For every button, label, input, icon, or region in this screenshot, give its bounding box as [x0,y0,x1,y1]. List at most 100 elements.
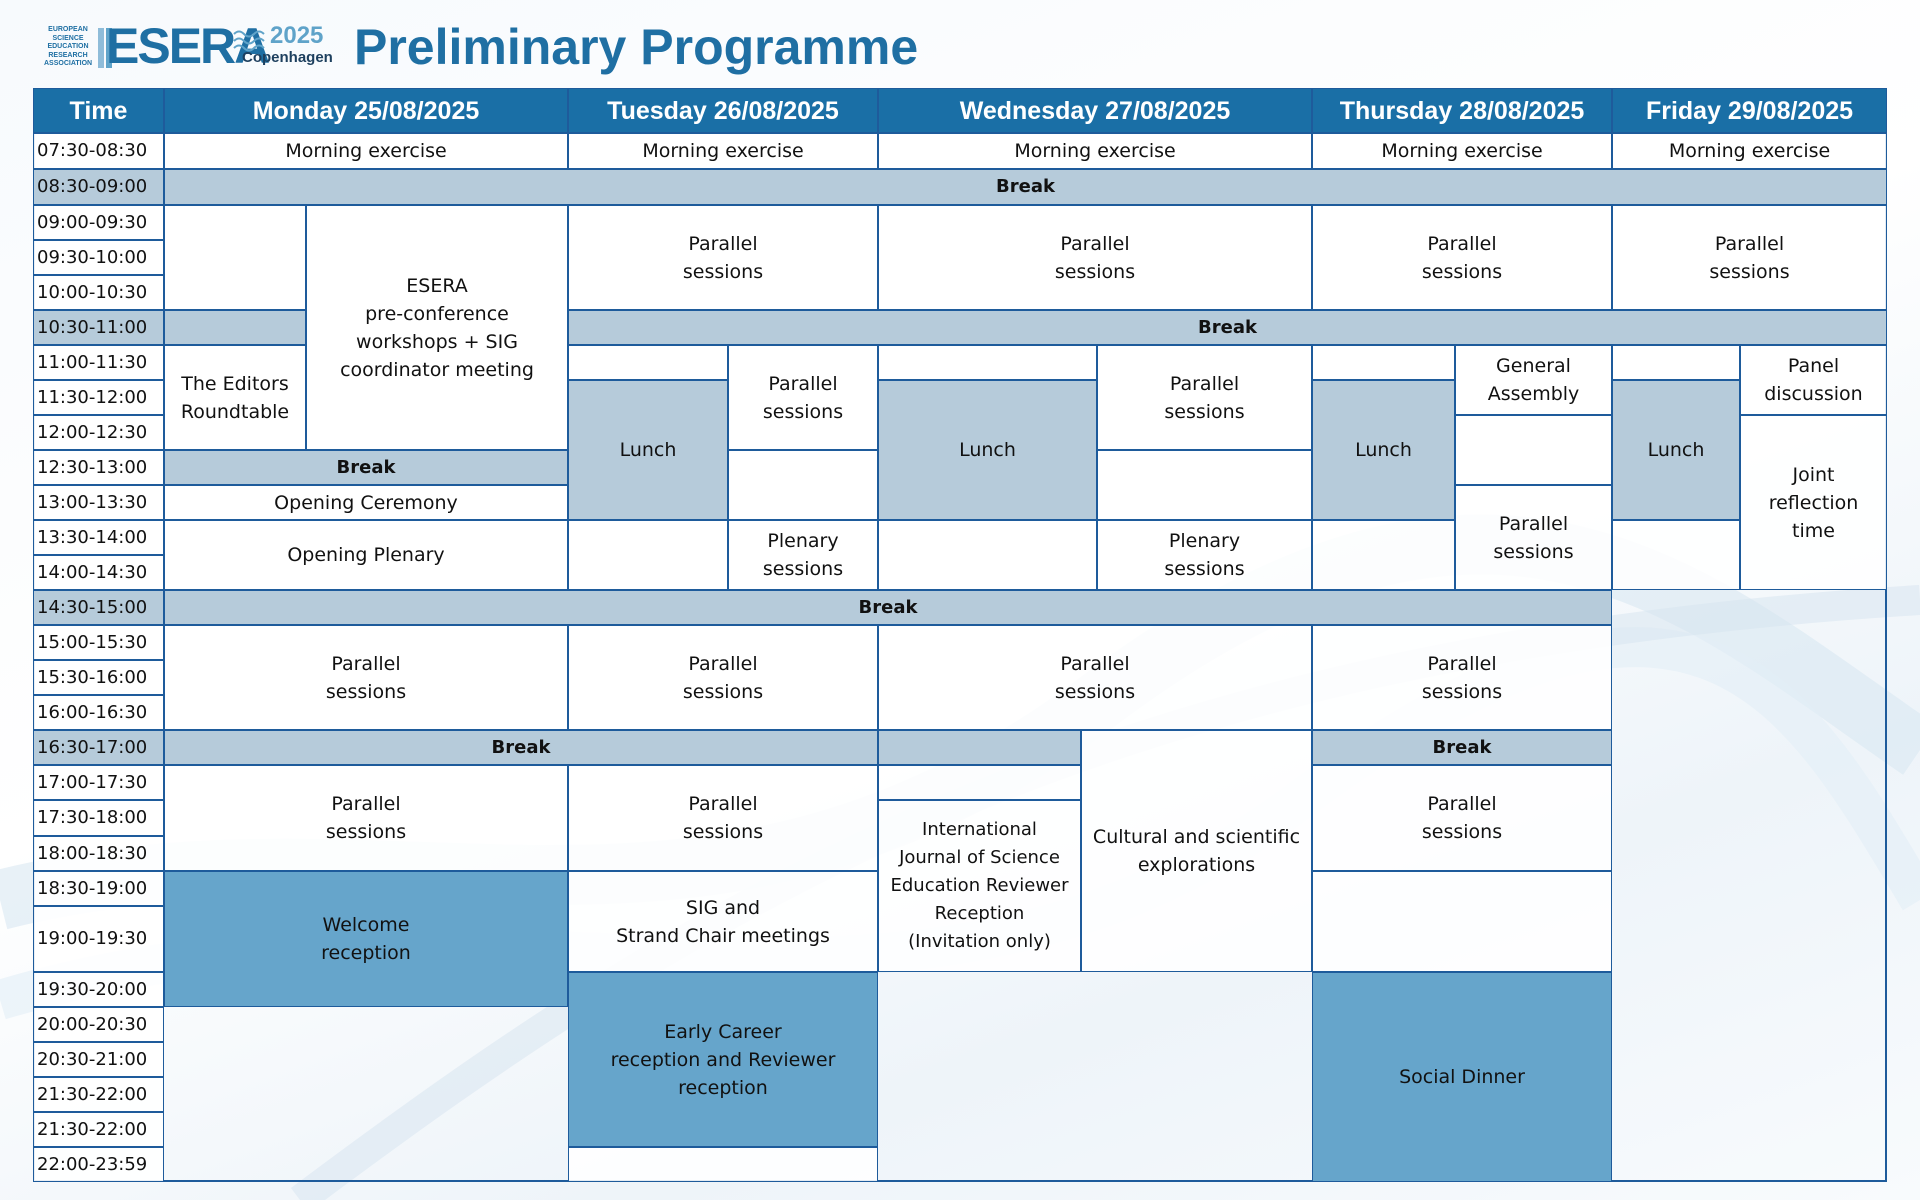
wednesday-lunch: Lunch [878,380,1097,520]
time-slot: 19:00-19:30 [33,906,164,972]
monday-opening-ceremony: Opening Ceremony [164,485,568,520]
time-slot: 09:30-10:00 [33,240,164,275]
time-slot: 15:00-15:30 [33,625,164,660]
wednesday-parallel-sessions-1100: Parallel sessions [1097,345,1312,450]
tuesday-lunch: Lunch [568,380,728,520]
time-slot: 13:00-13:30 [33,485,164,520]
wednesday-empty-1700 [878,765,1081,800]
friday-empty-1330 [1612,520,1740,590]
thursday-parallel-sessions-0900: Parallel sessions [1312,205,1612,310]
tuesday-parallel-sessions-1700: Parallel sessions [568,765,878,871]
wednesday-cultural-scientific-explorations: Cultural and scientific explorations [1081,730,1312,972]
monday-break-1230: Break [164,450,568,485]
wednesday-parallel-sessions-0900: Parallel sessions [878,205,1312,310]
time-slot: 12:00-12:30 [33,415,164,450]
friday-lunch: Lunch [1612,380,1740,520]
time-slot: 11:30-12:00 [33,380,164,415]
time-slot: 13:30-14:00 [33,520,164,555]
friday-morning-exercise: Morning exercise [1612,133,1887,169]
thursday-parallel-sessions-1300: Parallel sessions [1455,485,1612,590]
esera-logo: EUROPEAN SCIENCE EDUCATION RESEARCH ASSO… [44,18,333,74]
time-slot: 15:30-16:00 [33,660,164,695]
friday-joint-reflection-time: Joint reflection time [1740,415,1887,590]
friday-panel-discussion: Panel discussion [1740,345,1887,415]
monday-parallel-sessions-1700: Parallel sessions [164,765,568,871]
time-slot: 10:30-11:00 [33,310,164,345]
time-slot: 20:30-21:00 [33,1042,164,1077]
logo-city: Copenhagen [242,49,333,66]
monday-opening-plenary: Opening Plenary [164,520,568,590]
monday-morning-exercise: Morning exercise [164,133,568,169]
monday-break-1030 [164,310,306,345]
monday-welcome-reception: Welcome reception [164,871,568,1007]
time-slot: 10:00-10:30 [33,275,164,310]
thursday-empty-1330 [1312,520,1455,590]
page-title: Preliminary Programme [354,19,919,75]
logo-waves-icon [233,30,265,52]
wednesday-ijse-reviewer-reception: International Journal of Science Educati… [878,800,1081,972]
monday-esera-preconference: ESERA pre-conference workshops + SIG coo… [306,205,568,450]
break-0830: Break [164,169,1887,205]
time-slot: 21:30-22:00 [33,1112,164,1147]
wednesday-parallel-sessions-1500: Parallel sessions [878,625,1312,730]
time-slot: 11:00-11:30 [33,345,164,380]
tuesday-parallel-sessions-1500: Parallel sessions [568,625,878,730]
header-tuesday: Tuesday 26/08/2025 [568,88,878,133]
time-slot: 08:30-09:00 [33,169,164,205]
time-slot: 17:00-17:30 [33,765,164,800]
monday-editors-roundtable: The Editors Roundtable [164,345,306,450]
wednesday-plenary-sessions: Plenary sessions [1097,520,1312,590]
thursday-empty-1830 [1312,871,1612,972]
tuesday-sig-strand-chair-meetings: SIG and Strand Chair meetings [568,871,878,972]
wednesday-empty-1100 [878,345,1097,380]
thursday-break-1630: Break [1312,730,1612,765]
time-slot: 21:30-22:00 [33,1077,164,1112]
time-slot: 22:00-23:59 [33,1147,164,1182]
header-time: Time [33,88,164,133]
tuesday-parallel-sessions-0900: Parallel sessions [568,205,878,310]
tuesday-empty-2200 [568,1147,878,1182]
tuesday-parallel-sessions-1100: Parallel sessions [728,345,878,450]
wednesday-break-1630 [878,730,1081,765]
thursday-empty-1200 [1455,415,1612,485]
thursday-lunch: Lunch [1312,380,1455,520]
time-slot: 17:30-18:00 [33,800,164,836]
time-slot: 09:00-09:30 [33,205,164,240]
tuesday-morning-exercise: Morning exercise [568,133,878,169]
tuesday-empty-1330 [568,520,728,590]
break-1430: Break [164,590,1612,625]
tuesday-empty-1230 [728,450,878,520]
time-slot: 16:00-16:30 [33,695,164,730]
time-slot: 16:30-17:00 [33,730,164,765]
header-friday: Friday 29/08/2025 [1612,88,1887,133]
thursday-parallel-sessions-1700: Parallel sessions [1312,765,1612,871]
wednesday-empty-1230 [1097,450,1312,520]
thursday-social-dinner: Social Dinner [1312,972,1612,1182]
logo-bars-icon [98,28,112,68]
thursday-empty-1100 [1312,345,1455,380]
time-slot: 07:30-08:30 [33,133,164,169]
logo-year: 2025 [270,22,324,49]
monday-empty-block [164,205,306,310]
time-slot: 18:00-18:30 [33,836,164,871]
tuesday-early-career-reception: Early Career reception and Reviewer rece… [568,972,878,1147]
thursday-general-assembly: General Assembly [1455,345,1612,415]
friday-parallel-sessions-0900: Parallel sessions [1612,205,1887,310]
time-slot: 14:00-14:30 [33,555,164,590]
time-slot: 12:30-13:00 [33,450,164,485]
tuesday-plenary-sessions: Plenary sessions [728,520,878,590]
time-slot: 14:30-15:00 [33,590,164,625]
header-monday: Monday 25/08/2025 [164,88,568,133]
friday-empty-1100 [1612,345,1740,380]
time-slot: 20:00-20:30 [33,1007,164,1042]
wednesday-morning-exercise: Morning exercise [878,133,1312,169]
break-1630-mon-tue: Break [164,730,878,765]
time-slot: 19:30-20:00 [33,972,164,1007]
tuesday-empty-1100 [568,345,728,380]
thursday-parallel-sessions-1500: Parallel sessions [1312,625,1612,730]
break-1030: Break [568,310,1887,345]
header-wednesday: Wednesday 27/08/2025 [878,88,1312,133]
wednesday-empty-1330 [878,520,1097,590]
thursday-morning-exercise: Morning exercise [1312,133,1612,169]
header-thursday: Thursday 28/08/2025 [1312,88,1612,133]
